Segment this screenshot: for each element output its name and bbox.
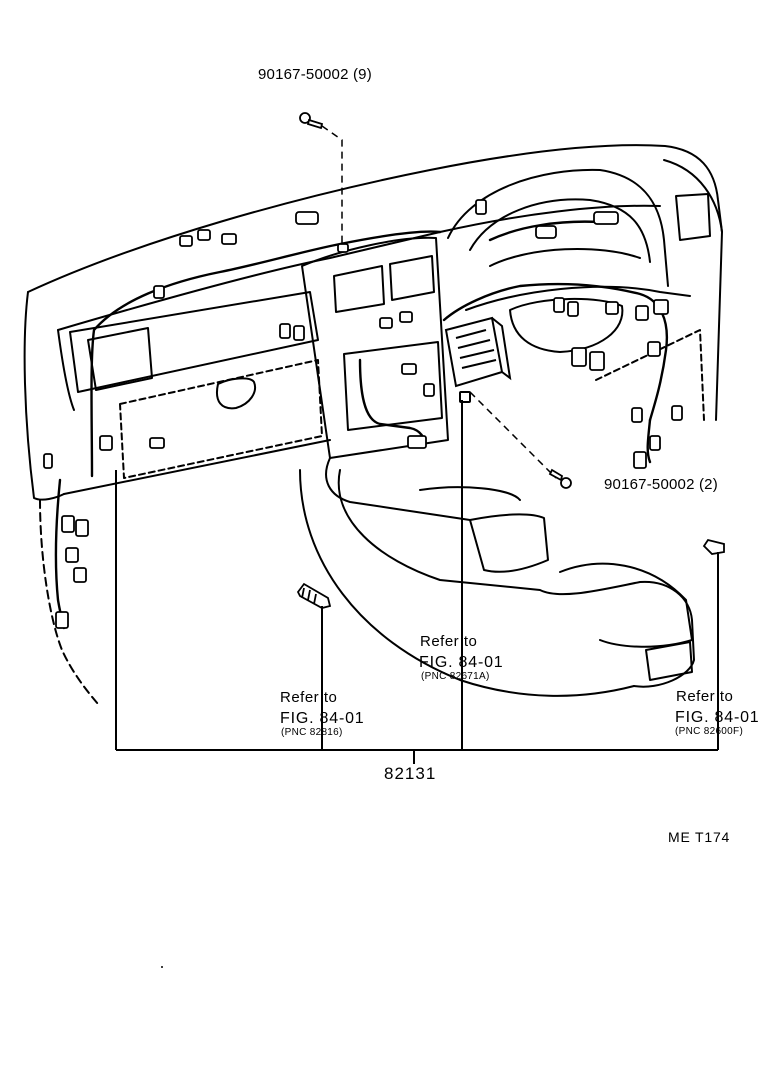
connector [567, 301, 579, 317]
center-vent-right [389, 255, 435, 301]
connector [553, 297, 565, 313]
driver-vent [675, 193, 711, 241]
dashboard-left-end-edge [57, 329, 75, 411]
bolt-right-part-number: 90167-50002 (2) [604, 476, 718, 493]
connector [401, 363, 417, 375]
connector [633, 451, 647, 469]
center-stack-lower [325, 457, 471, 521]
connector [99, 435, 113, 451]
driver-lower-panel [595, 329, 705, 421]
connector [649, 435, 661, 451]
leader-bolt-top [321, 125, 343, 246]
cluster-hood-inner [469, 198, 651, 263]
bolt-top-part-number: 90167-50002 (9) [258, 66, 372, 83]
harness-cluster-branch [442, 282, 669, 422]
connector [197, 229, 211, 241]
connector [293, 325, 305, 341]
ref-right-refer: Refer to [676, 688, 734, 705]
dashboard-top-outline [27, 144, 723, 293]
driver-side-panel [663, 159, 723, 421]
ref-center-refer: Refer to [420, 633, 478, 650]
ref-center-pnc: (PNC 82671A) [421, 671, 490, 682]
harness-driver-branch [646, 418, 652, 464]
ref-center-figure-link[interactable]: FIG. 84-01 [419, 654, 504, 671]
bolt-right [548, 468, 572, 489]
stray-dot [161, 966, 163, 968]
harness-main-run [90, 230, 442, 478]
cluster-gauge-face [489, 248, 641, 267]
junction-block [444, 316, 512, 403]
connector [279, 323, 291, 339]
connector [535, 225, 557, 239]
connector [475, 199, 487, 215]
connector [631, 407, 643, 423]
connector [589, 351, 605, 371]
radio-bay [343, 341, 443, 431]
connector [149, 437, 165, 449]
passenger-vent [87, 327, 153, 391]
ref-left-pnc: (PNC 82816) [281, 727, 343, 738]
figure-code: ME T174 [668, 829, 731, 845]
console-groove [419, 486, 521, 501]
connector [635, 305, 649, 321]
connector [55, 611, 69, 629]
connector [605, 301, 619, 315]
clip-part-left [296, 582, 332, 609]
ref-right-pnc: (PNC 82600F) [675, 726, 744, 737]
connector [65, 547, 79, 563]
cluster-bezel-lower [465, 285, 691, 311]
connector [593, 211, 619, 225]
ref-left-figure-link[interactable]: FIG. 84-01 [280, 710, 365, 727]
armrest [559, 562, 693, 648]
connector [337, 243, 349, 253]
connector [407, 435, 427, 449]
center-console [337, 469, 695, 688]
connector [671, 405, 683, 421]
dashboard-left-end [23, 291, 65, 501]
connector [43, 453, 53, 469]
connector [153, 285, 165, 299]
ref-right-figure-link[interactable]: FIG. 84-01 [675, 709, 760, 726]
console-tunnel [299, 469, 635, 697]
main-harness-part-number: 82131 [384, 764, 437, 783]
dashboard-top-inner-line [57, 204, 661, 331]
harness-left-branch [54, 478, 66, 630]
console-box-top [469, 513, 549, 573]
connector [179, 235, 193, 247]
ref-left-refer: Refer to [280, 689, 338, 706]
connector [75, 519, 89, 537]
connector [647, 341, 661, 357]
passenger-upper-panel [69, 291, 319, 393]
clip-part-right [702, 538, 725, 555]
dashboard-lower-edge [63, 439, 331, 495]
glove-box-latch [216, 377, 256, 410]
cluster-hood [447, 168, 669, 287]
connector [295, 211, 319, 225]
connector [221, 233, 237, 245]
connector [571, 347, 587, 367]
left-kick-panel [39, 499, 99, 705]
harness-cluster-top [488, 220, 602, 242]
connector [653, 299, 669, 315]
leader-bolt-right [469, 391, 557, 479]
glove-box [119, 359, 323, 479]
center-vent-left [333, 265, 385, 313]
center-stack-outline [301, 236, 449, 459]
connector [379, 317, 393, 329]
bolt-top [299, 112, 324, 130]
connector [73, 567, 87, 583]
connector [399, 311, 413, 323]
connector [61, 515, 75, 533]
armrest-end [645, 641, 693, 681]
connector [423, 383, 435, 397]
